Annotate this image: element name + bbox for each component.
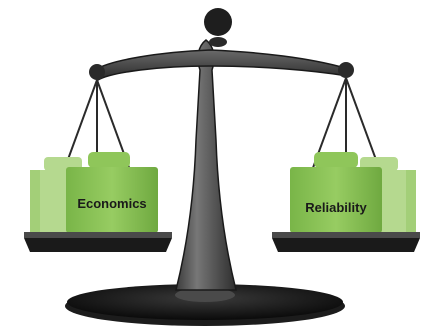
scale-pole [175, 8, 237, 291]
left-front-weight: Economics [66, 152, 158, 233]
right-pan-assembly: Reliability [272, 77, 420, 252]
reliability-label: Reliability [305, 200, 367, 215]
right-pan [272, 232, 420, 252]
left-pan [24, 232, 172, 252]
scale-base [65, 284, 345, 326]
left-pan-assembly: Economics [24, 79, 172, 252]
economics-label: Economics [77, 196, 146, 211]
scale-beam [89, 49, 354, 82]
right-front-weight: Reliability [290, 152, 382, 233]
